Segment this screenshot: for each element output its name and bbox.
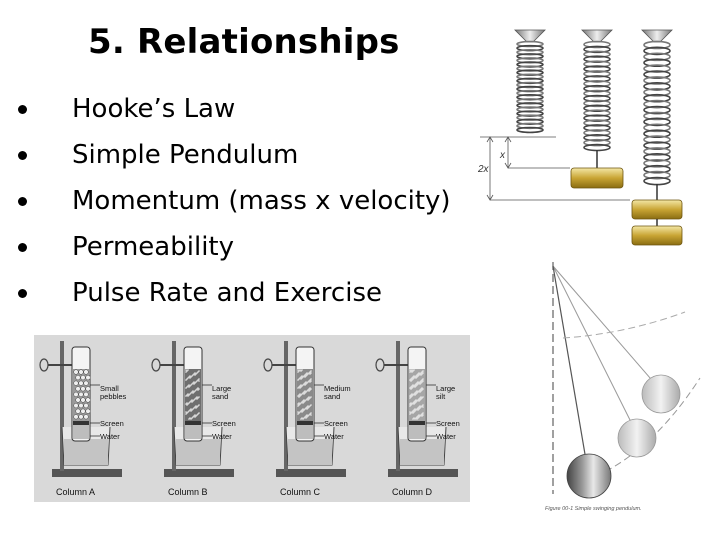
column-name: Column C: [280, 487, 321, 497]
label-2x: 2x: [477, 164, 490, 175]
water-label: Water: [100, 432, 120, 441]
pendulum-bob: [641, 374, 681, 414]
spring-mount-icon: [581, 29, 613, 43]
material-label-line2: sand: [324, 392, 340, 401]
column-name: Column A: [56, 487, 95, 497]
simple-pendulum-figure: Figure 00-1 Simple swinging pendulum.: [545, 262, 701, 512]
pendulum-bob: [566, 453, 612, 499]
bullet-dot-icon: [18, 151, 27, 160]
slide-title: 5. Relationships: [88, 22, 400, 62]
water-label: Water: [436, 432, 456, 441]
material-label-line2: sand: [212, 392, 228, 401]
extension-markers: [480, 136, 630, 201]
pendulum-string: [552, 265, 636, 431]
spring-coil: [583, 40, 611, 152]
bullet-dot-icon: [18, 197, 27, 206]
spring-coil: [516, 40, 544, 134]
material-label-line1: Medium: [324, 384, 351, 393]
spring-2: [570, 29, 624, 189]
water-label: Water: [324, 432, 344, 441]
bullet-list: Hooke’s Law Simple Pendulum Momentum (ma…: [14, 86, 451, 316]
material-label-line2: pebbles: [100, 392, 127, 401]
material-label-line1: Large: [436, 384, 455, 393]
screen-label: Screen: [436, 419, 460, 428]
spring-mount-icon: [641, 29, 673, 43]
screen-label: Screen: [212, 419, 236, 428]
bullet-item: Permeability: [14, 224, 451, 270]
hookes-law-springs-figure: x 2x: [477, 29, 683, 246]
screen-label: Screen: [324, 419, 348, 428]
bullet-text: Hooke’s Law: [72, 94, 236, 124]
pendulum-string: [552, 265, 658, 387]
material-label-line1: Small: [100, 384, 119, 393]
column-name: Column D: [392, 487, 433, 497]
mass-weight: [631, 225, 683, 246]
bullet-dot-icon: [18, 289, 27, 298]
figure-caption: Figure 00-1 Simple swinging pendulum.: [545, 506, 642, 512]
pendulum-string: [552, 265, 588, 467]
screen-label: Screen: [100, 419, 124, 428]
bullet-item: Pulse Rate and Exercise: [14, 270, 451, 316]
swing-arc: [562, 311, 686, 339]
bullet-item: Simple Pendulum: [14, 132, 451, 178]
bullet-text: Momentum (mass x velocity): [72, 186, 451, 216]
mass-weight: [631, 199, 683, 220]
bullet-dot-icon: [18, 105, 27, 114]
mass-weight: [570, 167, 624, 189]
spring-mount-icon: [514, 29, 546, 43]
bullet-text: Pulse Rate and Exercise: [72, 278, 382, 308]
bullet-item: Hooke’s Law: [14, 86, 451, 132]
bullet-text: Simple Pendulum: [72, 140, 299, 170]
water-label: Water: [212, 432, 232, 441]
spring-3: [631, 29, 683, 246]
spring-1: [514, 29, 546, 134]
spring-coil: [643, 40, 671, 186]
material-label-line1: Large: [212, 384, 231, 393]
material-label-line2: silt: [436, 392, 446, 401]
bullet-dot-icon: [18, 243, 27, 252]
bullet-item: Momentum (mass x velocity): [14, 178, 451, 224]
pendulum-bob: [617, 418, 657, 458]
label-x: x: [499, 150, 506, 161]
column-name: Column B: [168, 487, 208, 497]
bullet-text: Permeability: [72, 232, 234, 262]
